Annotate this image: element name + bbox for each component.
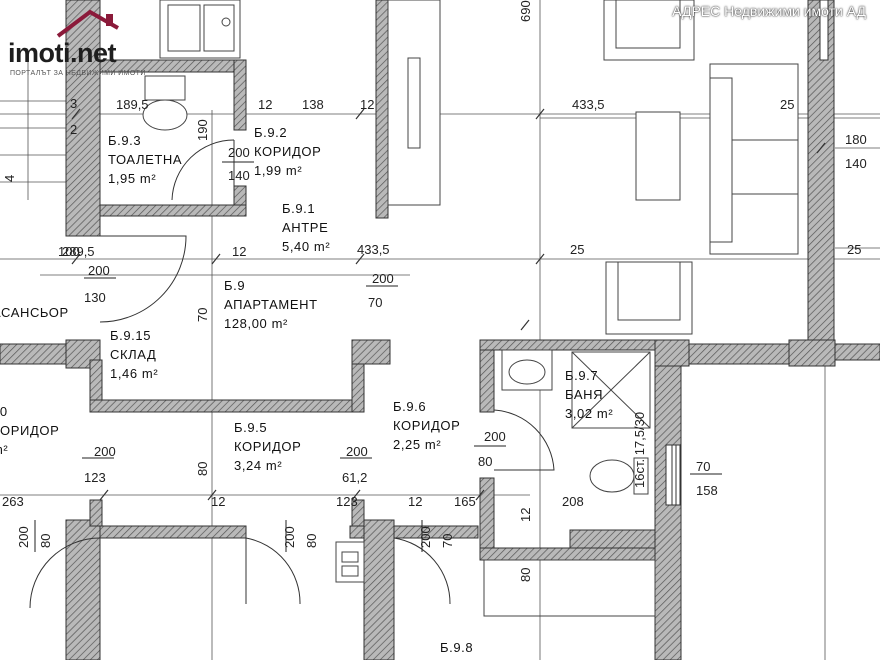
dimension-label: 165	[454, 494, 476, 509]
watermark: АДРЕС Недвижими имоти АД	[672, 3, 866, 19]
room-area: 1,95 m²	[108, 171, 156, 186]
dimension-label: 200	[94, 444, 116, 459]
dimension-label: 80	[304, 534, 319, 548]
room-name: БАНЯ	[565, 387, 603, 402]
dimension-label: 200	[228, 145, 250, 160]
room-code: Б.9.7	[565, 368, 598, 383]
room-area: m²	[0, 442, 8, 457]
dimension-label: 263	[2, 494, 24, 509]
dimension-label: 123	[84, 470, 106, 485]
dimension-label: 200	[484, 429, 506, 444]
dimension-label: 12	[258, 97, 272, 112]
dimension-label: 140	[228, 168, 250, 183]
logo-wordmark: imoti.net	[8, 38, 117, 68]
room-area: 1,46 m²	[110, 366, 158, 381]
room-code: Б.9.3	[108, 133, 141, 148]
dimension-label: 200	[88, 263, 110, 278]
dimension-ticks	[71, 108, 826, 501]
dimension-label: 433,5	[572, 97, 605, 112]
room-code: Б.9.8	[440, 640, 473, 655]
room-name: КОРИДОР	[393, 418, 460, 433]
door-swings	[29, 139, 555, 609]
dimension-label: 130	[84, 290, 106, 305]
dimension-label: 190	[195, 119, 210, 141]
room-code: Б.9.6	[393, 399, 426, 414]
room-code: Б.9.15	[110, 328, 151, 343]
room-code: Б.9	[224, 278, 245, 293]
room-code: Б.9.5	[234, 420, 267, 435]
room-area: 5,40 m²	[282, 239, 330, 254]
room-name: КОРИДОР	[234, 439, 301, 454]
furniture	[142, 0, 799, 617]
dimension-label: 180	[845, 132, 867, 147]
room-code: Б.9.1	[282, 201, 315, 216]
dimension-label: 3	[70, 96, 77, 111]
room-name: АНТРЕ	[282, 220, 328, 235]
room-area: 1,99 m²	[254, 163, 302, 178]
dimension-label: 138	[302, 97, 324, 112]
room-area: 2,25 m²	[393, 437, 441, 452]
room-name: СКЛАД	[110, 347, 156, 362]
dimension-label: 12	[232, 244, 246, 259]
room-code: 10	[0, 404, 8, 419]
dimension-label: 200	[346, 444, 368, 459]
dimension-label: 4	[2, 175, 17, 182]
dimension-label: 200	[418, 526, 433, 548]
dimension-label: 140	[845, 156, 867, 171]
dimension-label: 80	[38, 534, 53, 548]
room-name: АПАРТАМЕНТ	[224, 297, 318, 312]
dimension-label: 200	[372, 271, 394, 286]
dimension-label: 158	[696, 483, 718, 498]
dimension-label: 80	[478, 454, 492, 469]
room-name: КОРИДОР	[254, 144, 321, 159]
dimension-label: 70	[440, 534, 455, 548]
room-name: АСАНСЬОР	[0, 305, 69, 320]
dimension-label: 80	[195, 462, 210, 476]
room-area: 3,24 m²	[234, 458, 282, 473]
dimension-label: 70	[368, 295, 382, 310]
dimension-label: 12	[518, 508, 533, 522]
dimension-label: 100	[58, 244, 80, 259]
dimension-label: 189,5	[116, 97, 149, 112]
dimension-label: 289,5	[62, 244, 95, 259]
dimension-label: 61,2	[342, 470, 367, 485]
dimension-label: 123	[336, 494, 358, 509]
dimension-label: 70	[195, 308, 210, 322]
dimension-label: 25	[570, 242, 584, 257]
dimension-label: 12	[360, 97, 374, 112]
windows	[665, 0, 829, 506]
dimension-label: 12	[408, 494, 422, 509]
dimension-label: 2	[70, 122, 77, 137]
room-name: КОРИДОР	[0, 423, 59, 438]
dimension-label: 690	[518, 0, 533, 22]
dimension-label: 208	[562, 494, 584, 509]
room-code: Б.9.2	[254, 125, 287, 140]
dimension-label: 200	[282, 526, 297, 548]
dimension-label: 70	[696, 459, 710, 474]
dimension-label: 200	[16, 526, 31, 548]
dimension-label: 80	[518, 568, 533, 582]
room-name: ТОАЛЕТНА	[108, 152, 182, 167]
dimension-label: 16ст. 17,5/30	[632, 412, 647, 488]
fraction-bars	[34, 161, 722, 552]
logo-tagline: ПОРТАЛЪТ ЗА НЕДВИЖИМИ ИМОТИ	[10, 70, 146, 77]
dimension-label: 25	[780, 97, 794, 112]
logo-roof-icon	[56, 9, 119, 38]
room-area: 3,02 m²	[565, 406, 613, 421]
room-area: 128,00 m²	[224, 316, 288, 331]
dimension-label: 25	[847, 242, 861, 257]
dimension-label: 433,5	[357, 242, 390, 257]
dimension-label: 12	[211, 494, 225, 509]
